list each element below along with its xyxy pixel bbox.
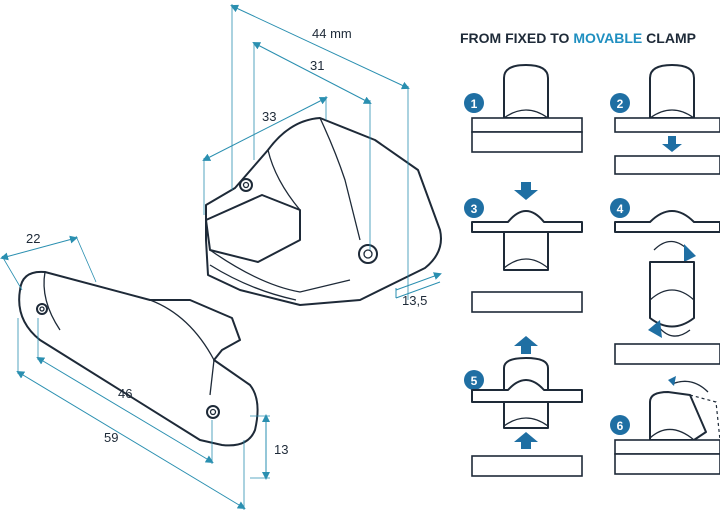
- dimension-13-5-label: 13,5: [402, 293, 427, 308]
- step-6-number: 6: [617, 419, 624, 433]
- step-1-number: 1: [471, 97, 478, 111]
- dimension-59-label: 59: [104, 430, 118, 445]
- dimension-22: 22: [0, 231, 97, 291]
- title-before: FROM FIXED TO: [460, 30, 574, 46]
- title-after: CLAMP: [642, 30, 696, 46]
- dimension-59: 59: [16, 318, 246, 510]
- dimension-13-label: 13: [274, 442, 288, 457]
- dimension-31-label: 31: [310, 58, 324, 73]
- step-1: 1: [464, 64, 583, 153]
- dimension-44-label: 44 mm: [312, 26, 352, 41]
- dimension-33: 33: [202, 96, 328, 215]
- step-5-badge: [464, 370, 484, 390]
- step-2-number: 2: [617, 97, 624, 111]
- dimension-13-5: 13,5: [395, 272, 442, 308]
- dimension-33-label: 33: [262, 109, 276, 124]
- step-2-badge: [610, 93, 630, 113]
- step-6: 6: [610, 376, 720, 475]
- title-accent: MOVABLE: [573, 30, 643, 46]
- step-3-down-arrow: [521, 182, 531, 190]
- dimension-13: 13: [250, 414, 288, 480]
- step-4-rotate-arrow: [684, 244, 696, 262]
- dimension-44: 44 mm: [230, 4, 410, 300]
- step-5: 5: [464, 336, 583, 477]
- step-6-badge: [610, 415, 630, 435]
- step-5-number: 5: [471, 374, 478, 388]
- step-3-badge: [464, 198, 484, 218]
- step-4-number: 4: [617, 202, 624, 216]
- step-2: 2: [610, 64, 720, 175]
- clamp-body: [205, 117, 442, 306]
- step-5-up-arrow: [514, 336, 538, 346]
- step-1-badge: [464, 93, 484, 113]
- dimension-46-label: 46: [118, 386, 132, 401]
- step-4: 4: [610, 198, 720, 365]
- instructions-title: FROM FIXED TO MOVABLE CLAMP: [460, 30, 696, 46]
- step-4-badge: [610, 198, 630, 218]
- step-3: 3: [464, 182, 583, 313]
- dimension-22-label: 22: [26, 231, 40, 246]
- step-2-down-arrow: [668, 136, 676, 144]
- step-3-number: 3: [471, 202, 478, 216]
- clamp-lever: [18, 270, 259, 447]
